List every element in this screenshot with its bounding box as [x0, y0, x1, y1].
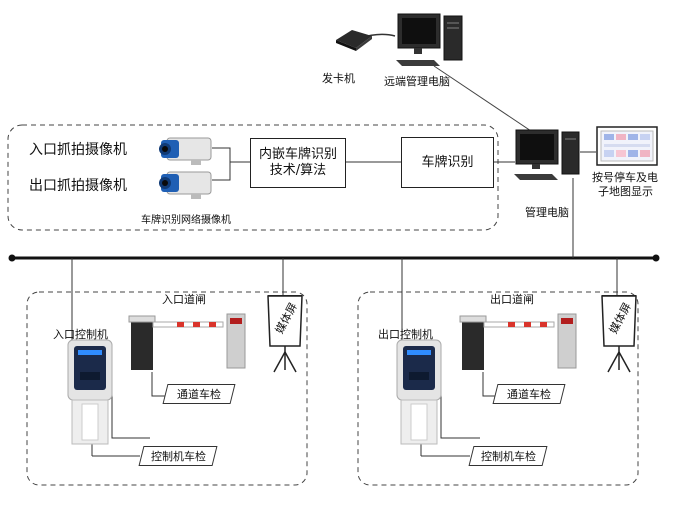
management-pc-icon [514, 129, 580, 180]
card-reader-icon [336, 30, 372, 51]
exit-lane-detector: 通道车检 [492, 384, 566, 404]
recognition-area-frame [7, 124, 499, 231]
exit-lane-detector-label: 通道车检 [507, 388, 551, 401]
remote-pc-label: 远端管理电脑 [384, 75, 450, 88]
exit-camera-icon [159, 171, 212, 199]
map-display-line1: 按号停车及电 [592, 171, 658, 184]
map-display-line2: 子地图显示 [598, 185, 653, 198]
entry-controller-detector: 控制机车检 [138, 446, 218, 466]
embedded-box-line1: 内嵌车牌识别 [258, 147, 337, 162]
exit-camera-label: 出口抓拍摄像机 [29, 178, 127, 194]
exit-controller-detector-label: 控制机车检 [480, 450, 536, 463]
entry-media-screen-icon [267, 295, 303, 373]
entry-zone-frame [26, 291, 308, 486]
entry-barrier-gate-icon [128, 313, 246, 370]
card-reader-label: 发卡机 [322, 72, 355, 85]
plate-recognition-box: 车牌识别 [401, 137, 494, 188]
plate-recognition-label: 车牌识别 [421, 154, 474, 170]
exit-controller-kiosk-icon [396, 339, 442, 445]
map-display-icon [596, 126, 658, 166]
entry-gate-label: 入口道闸 [162, 293, 206, 306]
exit-zone-frame [357, 291, 639, 486]
entry-controller-label: 入口控制机 [53, 328, 108, 341]
embedded-algorithm-box: 内嵌车牌识别 技术/算法 [250, 138, 346, 188]
exit-gate-label: 出口道闸 [490, 293, 534, 306]
camera-caption: 车牌识别网络摄像机 [141, 215, 231, 226]
entry-controller-kiosk-icon [67, 339, 113, 445]
entry-camera-label: 入口抓拍摄像机 [29, 142, 127, 158]
entry-lane-detector-label: 通道车检 [177, 388, 221, 401]
exit-barrier-gate-icon [459, 313, 577, 370]
entry-lane-detector: 通道车检 [162, 384, 236, 404]
management-pc-label: 管理电脑 [525, 206, 569, 219]
remote-pc-icon [396, 13, 463, 66]
embedded-box-line2: 技术/算法 [269, 163, 327, 178]
exit-controller-detector: 控制机车检 [468, 446, 548, 466]
exit-media-screen-icon [601, 295, 637, 373]
entry-controller-detector-label: 控制机车检 [150, 450, 206, 463]
entry-camera-icon [159, 137, 212, 165]
exit-controller-label: 出口控制机 [378, 328, 433, 341]
